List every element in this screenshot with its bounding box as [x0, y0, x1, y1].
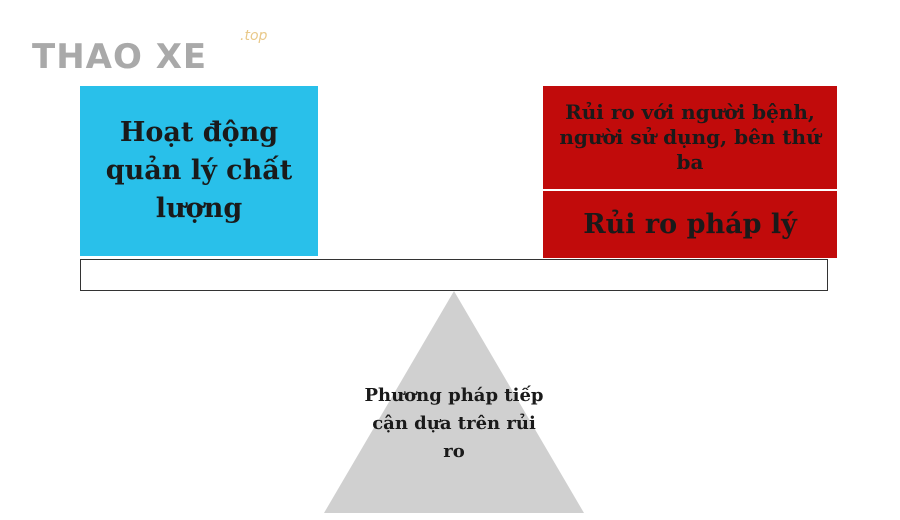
quality-management-label: Hoạt động quản lý chất lượng	[105, 117, 293, 224]
legal-risk-box: Rủi ro pháp lý	[543, 191, 837, 258]
balance-beam	[80, 259, 828, 291]
legal-risk-label: Rủi ro pháp lý	[583, 209, 797, 240]
quality-management-box: Hoạt động quản lý chất lượng	[80, 86, 318, 256]
watermark-logo: THAO XE	[32, 37, 208, 77]
patient-risk-box: Rủi ro với người bệnh, người sử dụng, bê…	[543, 86, 837, 189]
fulcrum-triangle	[324, 291, 584, 513]
fulcrum-shape	[324, 291, 584, 513]
watermark-suffix: .top	[240, 28, 268, 44]
patient-risk-label: Rủi ro với người bệnh, người sử dụng, bê…	[559, 100, 821, 174]
risk-based-approach-label: Phương pháp tiếp cận dựa trên rủi ro	[364, 385, 544, 462]
